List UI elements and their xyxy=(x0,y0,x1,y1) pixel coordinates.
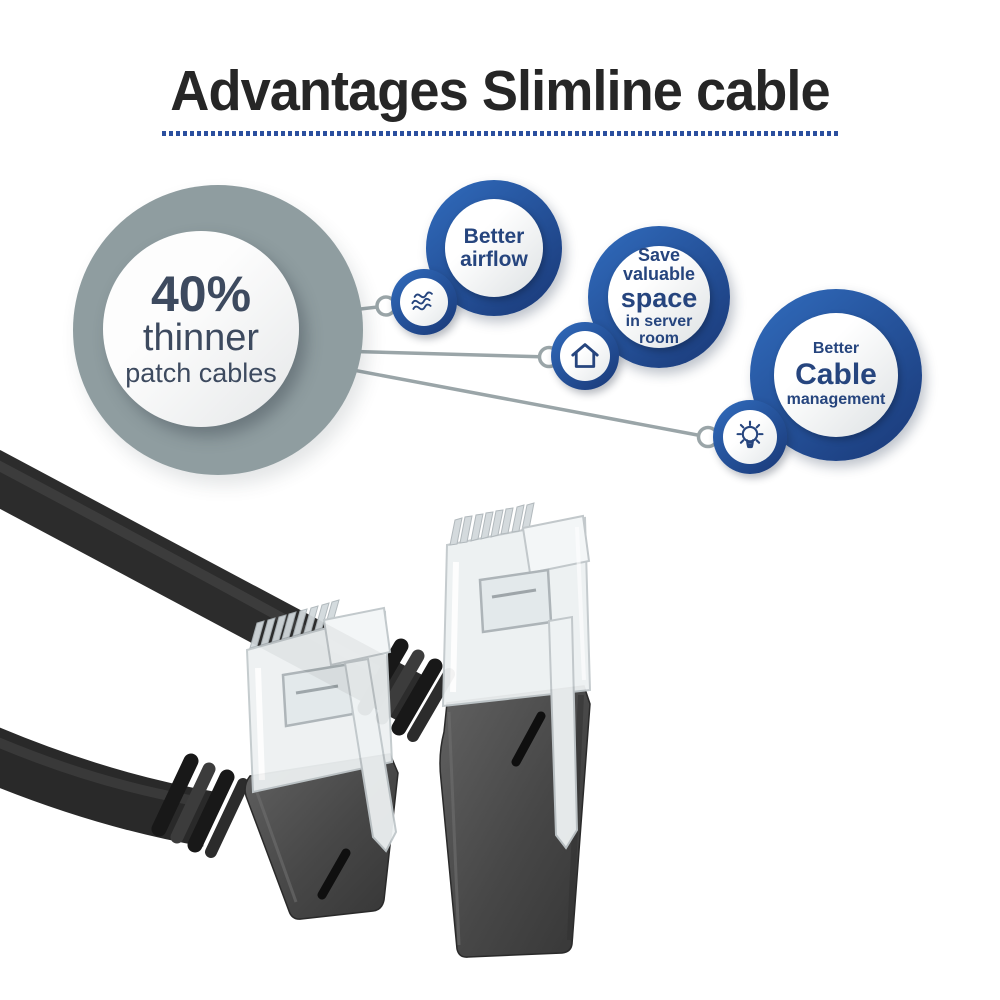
benefit-label: Better xyxy=(463,224,525,248)
stat-line2: thinner xyxy=(142,316,260,359)
house-icon xyxy=(571,343,599,368)
benefit-label: room xyxy=(639,329,679,347)
latch-block xyxy=(521,514,591,575)
stat-circle-inner: 40% thinner patch cables xyxy=(103,231,299,427)
connector-line xyxy=(299,358,709,439)
page-title: Advantages Slimline cable xyxy=(170,59,830,123)
left-connector-collar xyxy=(151,753,249,858)
title-underline xyxy=(162,131,840,136)
benefit-label: space xyxy=(620,283,698,314)
rj45-pins xyxy=(449,502,535,546)
rj45-pins xyxy=(249,599,340,649)
benefit-label: in server xyxy=(625,312,693,330)
benefit-label: valuable xyxy=(622,264,696,285)
right-connector-plug xyxy=(441,502,592,850)
boot-vent-slot xyxy=(317,848,351,900)
benefit-label: management xyxy=(786,390,886,408)
stat-circle: 40% thinner patch cables xyxy=(73,185,363,475)
left-connector-plug xyxy=(245,599,398,853)
benefit-label: Better xyxy=(812,340,860,358)
rj45-latch xyxy=(343,657,398,853)
benefit-icon-circle-airflow xyxy=(391,269,457,335)
waves-icon xyxy=(411,291,433,311)
lightbulb-icon xyxy=(736,420,764,449)
benefit-icon-circle-space xyxy=(551,322,619,390)
rj45-latch xyxy=(547,615,579,850)
latch-block xyxy=(322,606,392,667)
benefit-label: Save xyxy=(637,245,681,266)
benefit-label: airflow xyxy=(460,248,528,271)
benefit-label: Cable xyxy=(795,358,877,392)
stat-line3: patch cables xyxy=(125,358,277,389)
boot-vent-slot xyxy=(511,711,546,767)
stat-value: 40% xyxy=(150,265,252,322)
left-connector-boot xyxy=(244,753,399,920)
benefit-icon-circle-management xyxy=(713,400,787,474)
